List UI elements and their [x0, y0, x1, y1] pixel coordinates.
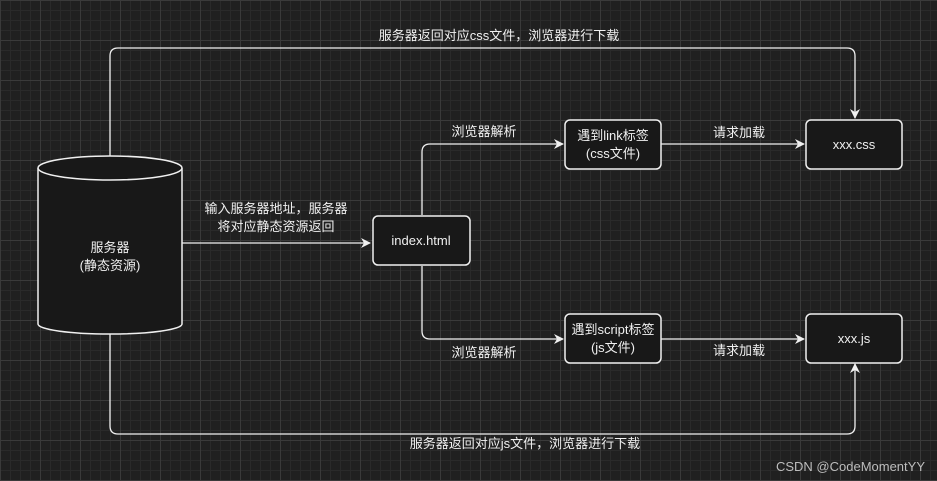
edge-index-to-link	[421, 139, 564, 215]
link-tag-node: 遇到link标签 (css文件)	[564, 119, 662, 170]
script-tag-sublabel: (js文件)	[591, 340, 635, 355]
server-node: 服务器 (静态资源)	[37, 155, 183, 335]
watermark: CSDN @CodeMomentYY	[776, 459, 925, 474]
edge-index-to-script	[421, 266, 564, 344]
link-tag-sublabel: (css文件)	[586, 146, 640, 161]
index-html-label: index.html	[391, 233, 450, 248]
css-file-node: xxx.css	[805, 119, 903, 170]
server-sublabel: (静态资源)	[80, 258, 141, 273]
edge-label-index-to-script: 浏览器解析	[451, 345, 516, 360]
edge-label-server-to-index-line2: 将对应静态资源返回	[217, 219, 334, 234]
js-file-label: xxx.js	[838, 331, 871, 346]
script-tag-label: 遇到script标签	[571, 322, 654, 337]
edge-server-to-js	[109, 334, 860, 435]
edge-label-server-to-css: 服务器返回对应css文件，浏览器进行下载	[379, 28, 620, 43]
edge-label-index-to-link: 浏览器解析	[451, 124, 516, 139]
edge-label-server-to-js: 服务器返回对应js文件，浏览器进行下载	[410, 436, 640, 451]
edge-label-server-to-index-line1: 输入服务器地址，服务器	[204, 201, 347, 216]
script-tag-node: 遇到script标签 (js文件)	[564, 313, 662, 364]
css-file-label: xxx.css	[833, 137, 876, 152]
edge-label-script-to-js: 请求加载	[713, 343, 765, 358]
js-file-node: xxx.js	[805, 313, 903, 364]
edge-label-link-to-css: 请求加载	[713, 125, 765, 140]
edge-server-to-css	[109, 47, 860, 158]
link-tag-label: 遇到link标签	[577, 128, 649, 143]
index-html-node: index.html	[372, 215, 471, 266]
server-label: 服务器	[90, 240, 129, 255]
